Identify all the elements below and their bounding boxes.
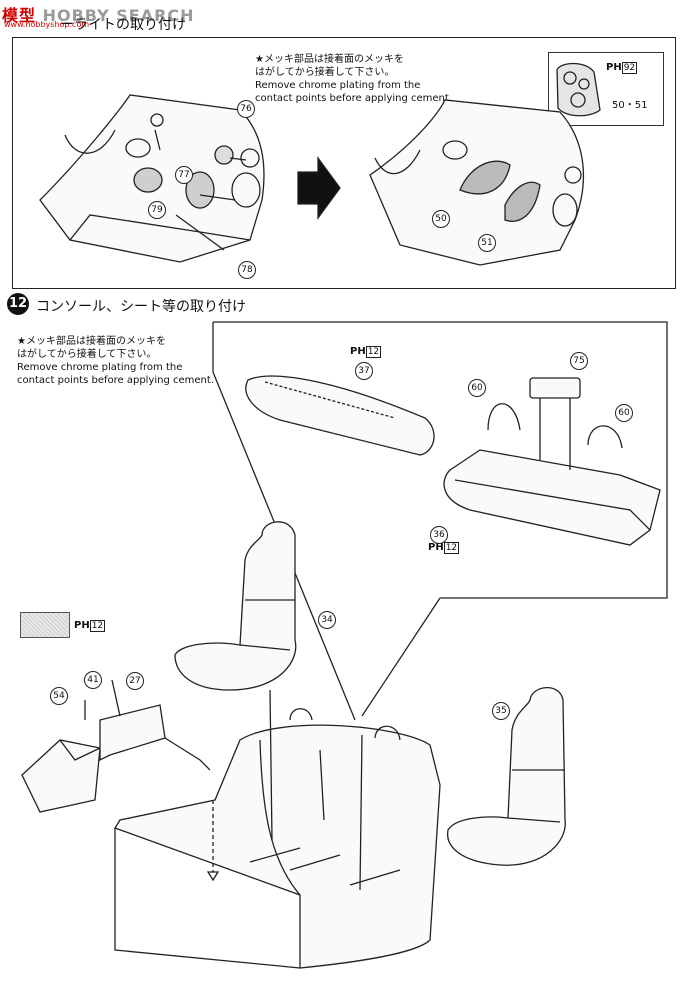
part-50: 50 (432, 206, 450, 228)
note-line: contact points before applying cement. (255, 93, 452, 104)
part-41: 41 (84, 667, 102, 689)
part-54: 54 (50, 683, 68, 705)
part-27: 27 (126, 668, 144, 690)
watermark-brand-en: HOBBY SEARCH (42, 6, 195, 25)
note-line: Remove chrome plating from the (255, 80, 421, 91)
step11-inset (548, 52, 664, 126)
step12-note: ★メッキ部品は接着面のメッキを はがしてから接着して下さい。 Remove ch… (17, 335, 214, 387)
part-51: 51 (478, 230, 496, 252)
step11-frame (12, 37, 676, 289)
part-75: 75 (570, 348, 588, 370)
part-34: 34 (318, 607, 336, 629)
step11-note: ★メッキ部品は接着面のメッキを はがしてから接着して下さい。 Remove ch… (255, 53, 452, 105)
note-line: ★メッキ部品は接着面のメッキを (17, 336, 166, 347)
part-78: 78 (238, 257, 256, 279)
note-line: はがしてから接着して下さい。 (17, 349, 157, 360)
part-79: 79 (148, 197, 166, 219)
part-77: 77 (175, 162, 193, 184)
note-line: はがしてから接着して下さい。 (255, 67, 395, 78)
note-line: contact points before applying cement. (17, 375, 214, 386)
part-60-right: 60 (615, 400, 633, 422)
step12-number: 12 (7, 293, 29, 315)
step11-title: ーライトの取り付け (60, 17, 186, 33)
watermark-logo: 模型 HOBBY SEARCH (2, 2, 195, 26)
part-36: 36 (430, 522, 448, 544)
watermark-url: www.hobbyshop.com (4, 20, 90, 29)
plating-swatch (20, 612, 70, 638)
part-37: 37 (355, 358, 373, 380)
part-35: 35 (492, 698, 510, 720)
note-line: Remove chrome plating from the (17, 362, 183, 373)
part-76: 76 (237, 96, 255, 118)
inset-parts-label: 50・51 (612, 100, 648, 111)
step12-title: コンソール、シート等の取り付け (36, 299, 246, 315)
note-line: ★メッキ部品は接着面のメッキを (255, 54, 404, 65)
part-60-left: 60 (468, 375, 486, 397)
watermark-brand-cn: 模型 (2, 6, 37, 25)
